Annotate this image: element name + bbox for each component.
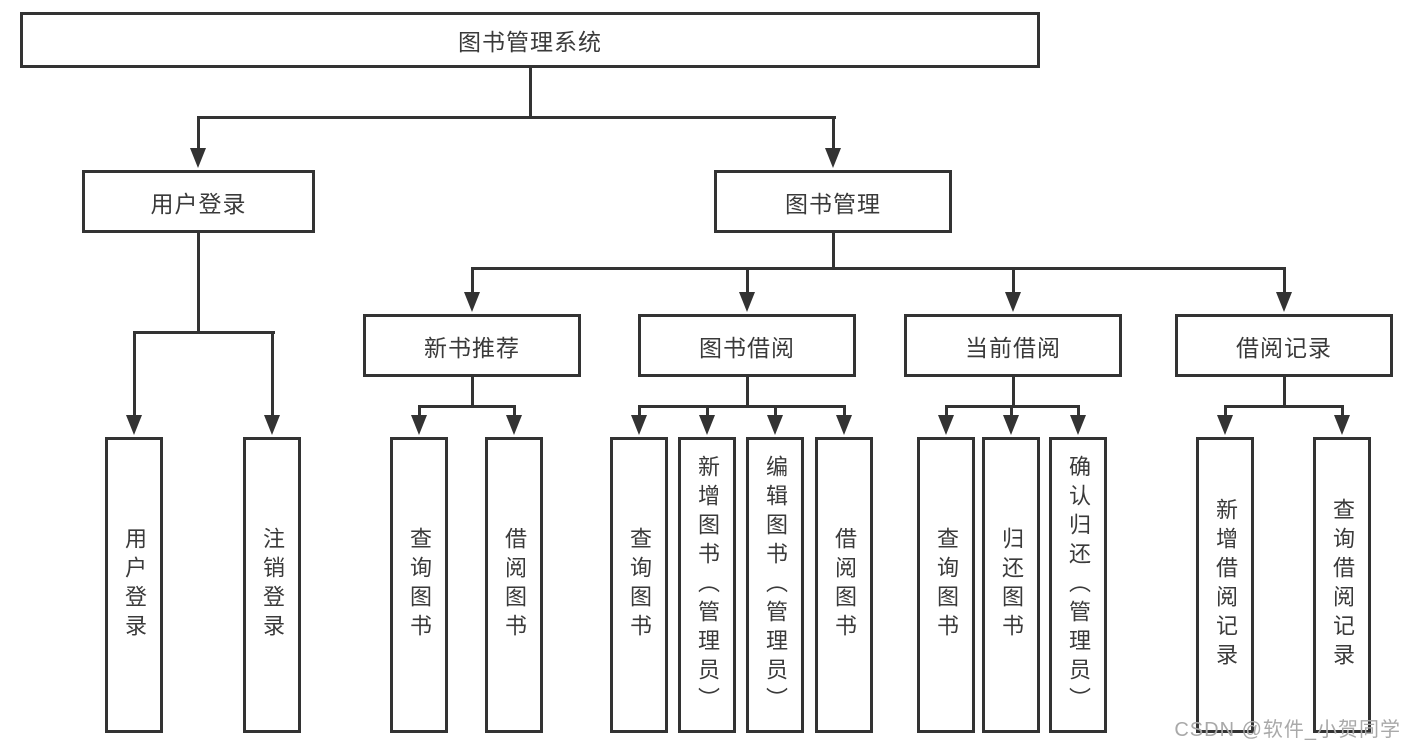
connector-drop bbox=[417, 408, 421, 415]
connector-drop bbox=[773, 408, 777, 415]
leaf-query-books-recommendation: 查询图书 bbox=[390, 437, 448, 733]
leaf-return-books: 归还图书 bbox=[982, 437, 1040, 733]
arrow-down-icon bbox=[767, 415, 783, 435]
connector-drop bbox=[842, 408, 846, 415]
node-library-management-system: 图书管理系统 bbox=[20, 12, 1040, 68]
leaf-borrow-books-borrowing: 借阅图书 bbox=[815, 437, 873, 733]
arrow-down-icon bbox=[264, 415, 280, 435]
arrow-down-icon bbox=[1005, 292, 1021, 312]
leaf-label: 查询图书 bbox=[934, 527, 959, 643]
leaf-add-borrowing-record: 新增借阅记录 bbox=[1196, 437, 1254, 733]
leaf-label: 确认归还（管理员） bbox=[1066, 454, 1091, 716]
leaf-edit-book-admin: 编辑图书（管理员） bbox=[746, 437, 804, 733]
node-book-borrowing: 图书借阅 bbox=[638, 314, 856, 377]
connector-drop-leaf-logout bbox=[270, 334, 274, 415]
leaf-add-book-admin: 新增图书（管理员） bbox=[678, 437, 736, 733]
arrow-down-icon bbox=[1217, 415, 1233, 435]
connector-user-login-stem bbox=[196, 233, 200, 334]
node-borrowing-records: 借阅记录 bbox=[1175, 314, 1393, 377]
arrow-down-icon bbox=[506, 415, 522, 435]
leaf-label: 编辑图书（管理员） bbox=[763, 454, 788, 716]
connector-drop-borrowing-records bbox=[1282, 270, 1286, 292]
leaf-label: 查询图书 bbox=[627, 527, 652, 643]
arrow-down-icon bbox=[411, 415, 427, 435]
connector-current-borrowing-stem bbox=[1011, 377, 1015, 405]
connector-book-borrowing-spreader bbox=[637, 405, 846, 408]
connector-current-borrowing-spreader bbox=[944, 405, 1080, 408]
arrow-down-icon bbox=[739, 292, 755, 312]
node-book-management: 图书管理 bbox=[714, 170, 952, 233]
node-new-book-recommendation: 新书推荐 bbox=[363, 314, 581, 377]
arrow-down-icon bbox=[126, 415, 142, 435]
connector-new-book-spreader bbox=[417, 405, 516, 408]
connector-new-book-stem bbox=[470, 377, 474, 405]
connector-book-management-stem bbox=[831, 233, 835, 270]
connector-book-borrowing-stem bbox=[745, 377, 749, 405]
arrow-down-icon bbox=[836, 415, 852, 435]
leaf-query-borrowing-record: 查询借阅记录 bbox=[1313, 437, 1371, 733]
connector-drop-book-management bbox=[831, 119, 835, 150]
arrow-down-icon bbox=[1070, 415, 1086, 435]
arrow-down-icon bbox=[1276, 292, 1292, 312]
connector-drop bbox=[1009, 408, 1013, 415]
leaf-label: 借阅图书 bbox=[502, 527, 527, 643]
arrow-down-icon bbox=[631, 415, 647, 435]
connector-drop bbox=[944, 408, 948, 415]
connector-drop bbox=[1223, 408, 1227, 415]
leaf-query-books-current: 查询图书 bbox=[917, 437, 975, 733]
leaf-logout: 注销登录 bbox=[243, 437, 301, 733]
leaf-label: 用户登录 bbox=[122, 527, 147, 643]
leaf-query-books-borrowing: 查询图书 bbox=[610, 437, 668, 733]
leaf-label: 借阅图书 bbox=[832, 527, 857, 643]
connector-drop bbox=[1076, 408, 1080, 415]
connector-drop-user-login bbox=[196, 119, 200, 150]
leaf-label: 查询图书 bbox=[407, 527, 432, 643]
connector-drop-book-borrowing bbox=[745, 270, 749, 292]
arrow-down-icon bbox=[825, 148, 841, 168]
connector-drop-current-borrowing bbox=[1011, 270, 1015, 292]
connector-root-stem bbox=[528, 68, 532, 119]
leaf-label: 注销登录 bbox=[260, 527, 285, 643]
connector-book-management-spreader bbox=[470, 267, 1286, 270]
node-current-borrowing: 当前借阅 bbox=[904, 314, 1122, 377]
connector-drop-new-book bbox=[470, 270, 474, 292]
arrow-down-icon bbox=[1334, 415, 1350, 435]
connector-borrowing-records-stem bbox=[1282, 377, 1286, 405]
arrow-down-icon bbox=[464, 292, 480, 312]
arrow-down-icon bbox=[699, 415, 715, 435]
connector-root-spreader bbox=[196, 116, 836, 119]
arrow-down-icon bbox=[1003, 415, 1019, 435]
connector-user-login-spreader bbox=[132, 331, 275, 334]
connector-drop bbox=[1340, 408, 1344, 415]
arrow-down-icon bbox=[938, 415, 954, 435]
leaf-label: 新增图书（管理员） bbox=[695, 454, 720, 716]
connector-drop-leaf-user-login bbox=[132, 334, 136, 415]
leaf-label: 归还图书 bbox=[999, 527, 1024, 643]
leaf-label: 查询借阅记录 bbox=[1330, 498, 1355, 672]
connector-borrowing-records-spreader bbox=[1223, 405, 1344, 408]
leaf-confirm-return-admin: 确认归还（管理员） bbox=[1049, 437, 1107, 733]
connector-drop bbox=[637, 408, 641, 415]
arrow-down-icon bbox=[190, 148, 206, 168]
leaf-borrow-books-recommendation: 借阅图书 bbox=[485, 437, 543, 733]
csdn-watermark: CSDN @软件_小贺同学 bbox=[1174, 719, 1401, 741]
node-user-login: 用户登录 bbox=[82, 170, 315, 233]
connector-drop bbox=[705, 408, 709, 415]
connector-drop bbox=[512, 408, 516, 415]
leaf-user-login: 用户登录 bbox=[105, 437, 163, 733]
leaf-label: 新增借阅记录 bbox=[1213, 498, 1238, 672]
